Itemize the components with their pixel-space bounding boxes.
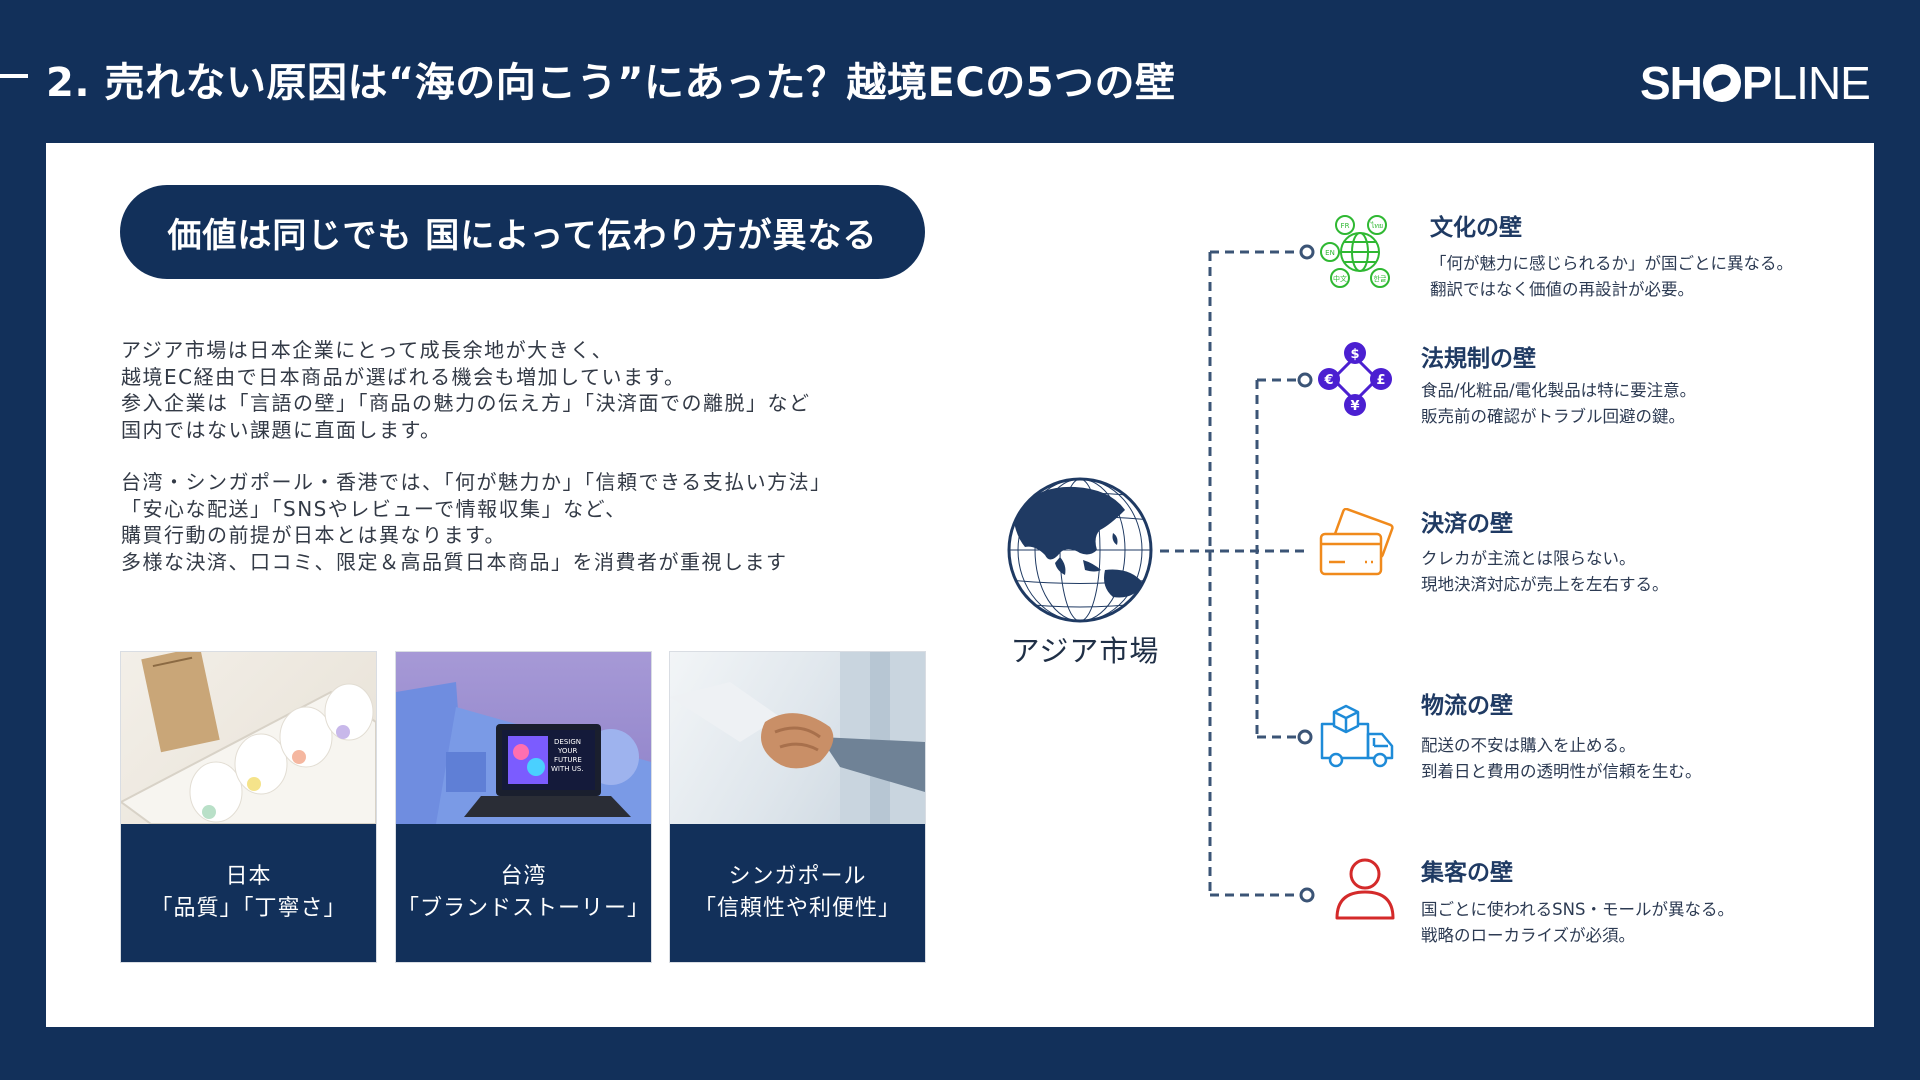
card-japan: 日本 「品質」「丁寧さ」	[121, 652, 376, 962]
currency-euro: €	[1323, 373, 1333, 388]
globe-languages-icon: FR ไทย EN 中文 한글	[1320, 212, 1400, 292]
tablet-text-2: YOUR	[557, 747, 578, 755]
card-value: 「ブランドストーリー」	[396, 896, 650, 921]
currency-exchange-icon: $ € £ ¥	[1315, 339, 1395, 419]
wall-desc-culture-2: 翻訳ではなく価値の再設計が必要。	[1430, 280, 1694, 299]
card-country: 台湾	[500, 864, 547, 889]
logo-text-p: P	[1741, 57, 1773, 109]
wall-title-logistics: 物流の壁	[1421, 693, 1513, 719]
candle-box-photo	[121, 652, 376, 824]
handshake-photo	[670, 652, 925, 824]
wall-desc-culture-1: 「何が魅力に感じられるか」が国ごとに異なる。	[1430, 254, 1793, 273]
wall-desc-logistics-1: 配送の不安は購入を止める。	[1421, 736, 1636, 755]
credit-card-icon	[1315, 507, 1395, 588]
card-caption: シンガポール 「信頼性や利便性」	[670, 824, 925, 962]
body-line: 多様な決済、口コミ、限定＆高品質日本商品」を消費者が重視します	[121, 549, 788, 574]
body-line: 台湾・シンガポール・香港では、「何が魅力か」「信頼できる支払い方法」	[121, 470, 832, 494]
body-line: 購買行動の前提が日本とは異なります。	[121, 523, 506, 547]
wall-title-culture: 文化の壁	[1430, 215, 1522, 241]
wall-title-payment: 決済の壁	[1421, 511, 1513, 537]
body-line: 越境EC経由で日本商品が選ばれる機会も増加しています。	[121, 364, 686, 389]
page-title: 2. 売れない原因は“海の向こう”にあった？越境ECの5つの壁	[46, 60, 1176, 106]
body-line: 国内ではない課題に直面します。	[121, 417, 442, 442]
wall-desc-regulation-1: 食品/化粧品/電化製品は特に要注意。	[1421, 381, 1697, 400]
logo-text-line: LINE	[1771, 57, 1871, 109]
card-taiwan: DESIGN YOUR FUTURE WITH US. 台湾 「ブランドストーリ…	[396, 652, 651, 962]
lang-th: ไทย	[1370, 221, 1383, 230]
wall-desc-logistics-2: 到着日と費用の透明性が信頼を生む。	[1421, 762, 1702, 781]
tablet-photo: DESIGN YOUR FUTURE WITH US.	[396, 652, 651, 824]
user-person-icon	[1325, 852, 1405, 932]
shopline-logo: SH P LINE	[1640, 57, 1871, 109]
body-text: アジア市場は日本企業にとって成長余地が大きく、 越境EC経由で日本商品が選ばれる…	[121, 337, 941, 575]
currency-pound: £	[1376, 373, 1385, 388]
body-line: 「安心な配送」「SNSやレビューで情報収集」など、	[121, 496, 627, 521]
currency-dollar: $	[1350, 347, 1359, 362]
wall-desc-acquisition-2: 戦略のローカライズが必須。	[1421, 926, 1636, 945]
wall-title-regulation: 法規制の壁	[1421, 346, 1536, 372]
wall-desc-regulation-2: 販売前の確認がトラブル回避の鍵。	[1421, 407, 1685, 426]
logo-o-mark	[1702, 64, 1741, 102]
currency-yen: ¥	[1350, 399, 1359, 414]
card-value: 「品質」「丁寧さ」	[150, 896, 347, 921]
header-dash	[0, 74, 28, 78]
card-singapore: シンガポール 「信頼性や利便性」	[670, 652, 925, 962]
logo-text-sh: SH	[1640, 57, 1703, 109]
asia-market-label: アジア市場	[1010, 634, 1160, 668]
card-value: 「信頼性や利便性」	[693, 896, 901, 921]
wall-title-acquisition: 集客の壁	[1421, 860, 1513, 886]
card-country: シンガポール	[728, 864, 867, 889]
tablet-text-3: FUTURE	[554, 756, 582, 764]
lang-fr: FR	[1341, 222, 1350, 230]
body-line: アジア市場は日本企業にとって成長余地が大きく、	[121, 338, 614, 362]
card-caption: 台湾 「ブランドストーリー」	[396, 824, 651, 962]
card-country: 日本	[225, 864, 272, 889]
wall-desc-payment-1: クレカが主流とは限らない。	[1421, 549, 1636, 568]
card-caption: 日本 「品質」「丁寧さ」	[121, 824, 376, 962]
tablet-text-1: DESIGN	[554, 738, 581, 746]
lang-en: EN	[1325, 249, 1335, 257]
wall-desc-payment-2: 現地決済対応が売上を左右する。	[1421, 575, 1669, 594]
wall-desc-acquisition-1: 国ごとに使われるSNS・モールが異なる。	[1421, 900, 1734, 919]
tablet-text-4: WITH US.	[551, 765, 584, 773]
asia-globe-icon	[1005, 475, 1155, 625]
lang-zh: 中文	[1333, 274, 1347, 283]
delivery-truck-icon	[1318, 698, 1398, 778]
body-line: 参入企業は「言語の壁」「商品の魅力の伝え方」「決済面での離脱」など	[121, 391, 811, 415]
lang-ko: 한글	[1374, 275, 1387, 283]
pill-heading: 価値は同じでも 国によって伝わり方が異なる	[120, 185, 925, 279]
